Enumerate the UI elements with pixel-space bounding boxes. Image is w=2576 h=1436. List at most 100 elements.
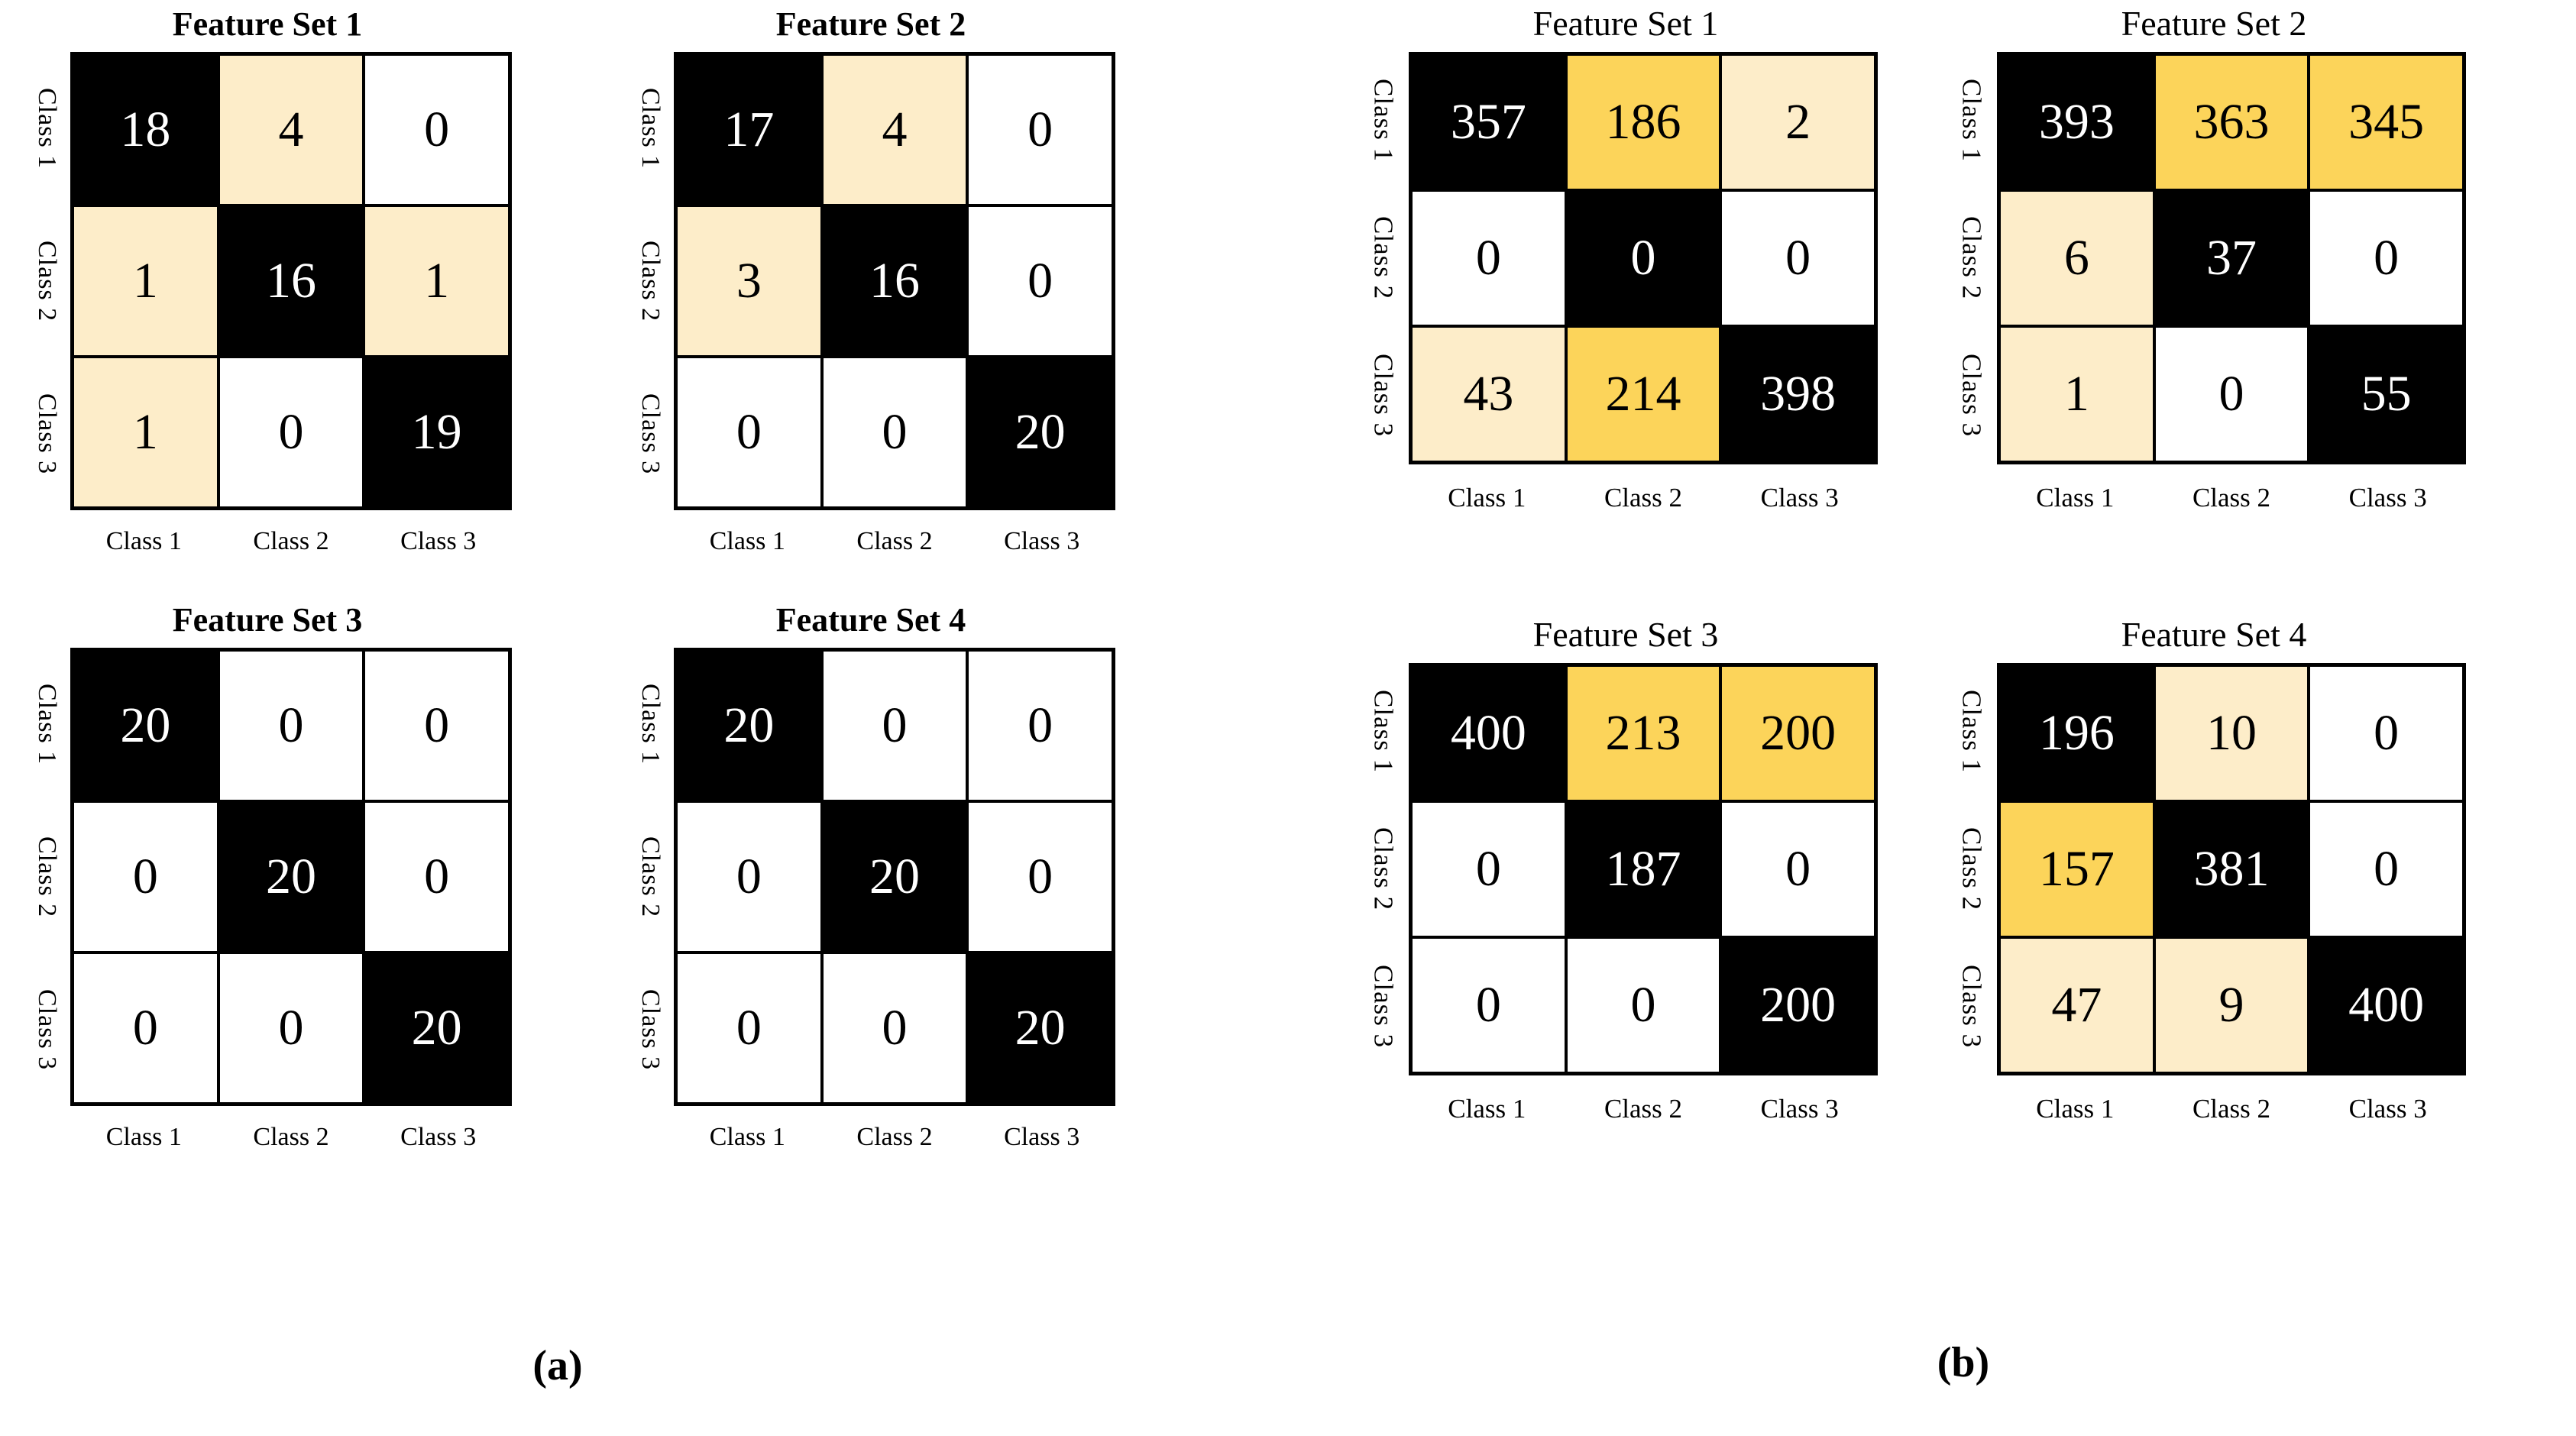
row-labels: Class 1 Class 2 Class 3: [626, 52, 674, 510]
row-label: Class 1: [33, 87, 61, 170]
row-label: Class 2: [1368, 216, 1399, 300]
matrix-cell: 16: [823, 207, 966, 355]
matrix-cell: 0: [1722, 803, 1874, 936]
matrix-cell: 47: [2001, 939, 2153, 1072]
matrix-cell: 18: [74, 56, 217, 204]
matrix-cell: 0: [823, 954, 966, 1102]
matrix-a-feature-set-2: Feature Set 2 Class 1 Class 2 Class 3 17…: [626, 8, 1115, 573]
matrix-cell: 363: [2155, 56, 2308, 189]
matrix-cell: 16: [219, 207, 363, 355]
row-label: Class 2: [636, 240, 665, 322]
matrix-cell: 0: [823, 652, 966, 800]
column-label: Class 1: [2036, 483, 2115, 513]
matrix-grid: 196 10 0 157 381 0 47 9 400: [1997, 663, 2466, 1075]
row-label: Class 2: [1956, 827, 1987, 911]
matrix-cell: 0: [219, 652, 363, 800]
row-label: Class 1: [1368, 79, 1399, 163]
column-label: Class 2: [253, 1123, 329, 1151]
column-label: Class 1: [2036, 1094, 2115, 1124]
matrix-cell: 20: [365, 954, 508, 1102]
panel-a: Feature Set 1 Class 1 Class 2 Class 3 18…: [0, 0, 1192, 1436]
matrix-cell: 20: [969, 954, 1112, 1102]
matrix-a-feature-set-1: Feature Set 1 Class 1 Class 2 Class 3 18…: [23, 8, 512, 573]
panel-caption-b: (b): [1937, 1339, 1990, 1386]
matrix-cell: 1: [74, 207, 217, 355]
matrix-cell: 400: [1413, 667, 1565, 800]
row-labels: Class 1 Class 2 Class 3: [23, 648, 70, 1106]
matrix-cell: 345: [2310, 56, 2462, 189]
column-label: Class 2: [1604, 1094, 1683, 1124]
column-label: Class 3: [400, 527, 477, 555]
matrix-cell: 213: [1567, 667, 1720, 800]
matrix-cell: 393: [2001, 56, 2153, 189]
matrix-cell: 0: [969, 652, 1112, 800]
matrix-cell: 1: [74, 358, 217, 506]
matrix-cell: 0: [219, 358, 363, 506]
matrix-cell: 1: [365, 207, 508, 355]
row-label: Class 2: [636, 836, 665, 918]
matrix-cell: 1: [2001, 328, 2153, 461]
matrix-cell: 0: [1567, 939, 1720, 1072]
row-label: Class 2: [1368, 827, 1399, 911]
matrix-title: Feature Set 4: [775, 601, 966, 639]
matrix-a-feature-set-3: Feature Set 3 Class 1 Class 2 Class 3 20…: [23, 603, 512, 1169]
row-label: Class 1: [636, 683, 665, 765]
row-labels: Class 1 Class 2 Class 3: [1947, 52, 1997, 464]
matrix-cell: 200: [1722, 667, 1874, 800]
column-label: Class 3: [2348, 483, 2427, 513]
matrix-cell: 2: [1722, 56, 1874, 189]
panel-caption-a: (a): [532, 1342, 583, 1389]
column-label: Class 2: [2192, 483, 2271, 513]
matrix-cell: 0: [678, 803, 820, 951]
column-label: Class 1: [1448, 1094, 1526, 1124]
matrix-cell: 0: [1722, 192, 1874, 325]
column-label: Class 1: [709, 1123, 785, 1151]
matrix-cell: 37: [2155, 192, 2308, 325]
column-label: Class 3: [1760, 483, 1839, 513]
matrix-grid: 17 4 0 3 16 0 0 0 20: [674, 52, 1115, 510]
matrix-cell: 20: [678, 652, 820, 800]
matrix-cell: 0: [74, 803, 217, 951]
column-label: Class 3: [2348, 1094, 2427, 1124]
matrix-cell: 0: [1413, 939, 1565, 1072]
matrix-cell: 4: [823, 56, 966, 204]
row-label: Class 1: [1956, 690, 1987, 774]
row-label: Class 2: [33, 240, 61, 322]
column-label: Class 1: [105, 527, 182, 555]
matrix-cell: 10: [2155, 667, 2308, 800]
matrix-cell: 157: [2001, 803, 2153, 936]
matrix-title: Feature Set 3: [172, 601, 363, 639]
row-labels: Class 1 Class 2 Class 3: [1358, 52, 1409, 464]
row-label: Class 3: [33, 393, 61, 475]
column-labels: Class 1 Class 2 Class 3: [70, 529, 512, 555]
matrix-cell: 0: [969, 56, 1112, 204]
column-label: Class 2: [2192, 1094, 2271, 1124]
matrix-cell: 0: [1413, 803, 1565, 936]
matrix-cell: 0: [678, 358, 820, 506]
matrix-grid: 393 363 345 6 37 0 1 0 55: [1997, 52, 2466, 464]
row-label: Class 3: [1368, 965, 1399, 1049]
matrix-title: Feature Set 4: [2121, 615, 2307, 654]
column-label: Class 2: [856, 527, 933, 555]
matrix-cell: 0: [1567, 192, 1720, 325]
matrix-a-feature-set-4: Feature Set 4 Class 1 Class 2 Class 3 20…: [626, 603, 1115, 1169]
matrix-cell: 400: [2310, 939, 2462, 1072]
matrix-cell: 55: [2310, 328, 2462, 461]
column-label: Class 3: [1004, 527, 1080, 555]
matrix-cell: 381: [2155, 803, 2308, 936]
row-label: Class 2: [1956, 216, 1987, 300]
row-labels: Class 1 Class 2 Class 3: [1947, 663, 1997, 1075]
matrix-cell: 0: [678, 954, 820, 1102]
matrix-b-feature-set-3: Feature Set 3 Class 1 Class 2 Class 3 40…: [1358, 617, 1893, 1198]
matrix-title: Feature Set 2: [2121, 4, 2307, 43]
matrix-cell: 0: [365, 56, 508, 204]
column-label: Class 3: [1760, 1094, 1839, 1124]
matrix-cell: 0: [969, 207, 1112, 355]
matrix-cell: 20: [74, 652, 217, 800]
matrix-b-feature-set-2: Feature Set 2 Class 1 Class 2 Class 3 39…: [1947, 6, 2481, 587]
matrix-cell: 0: [1413, 192, 1565, 325]
column-label: Class 1: [1448, 483, 1526, 513]
matrix-grid: 400 213 200 0 187 0 0 0 200: [1409, 663, 1878, 1075]
row-label: Class 3: [1368, 354, 1399, 438]
